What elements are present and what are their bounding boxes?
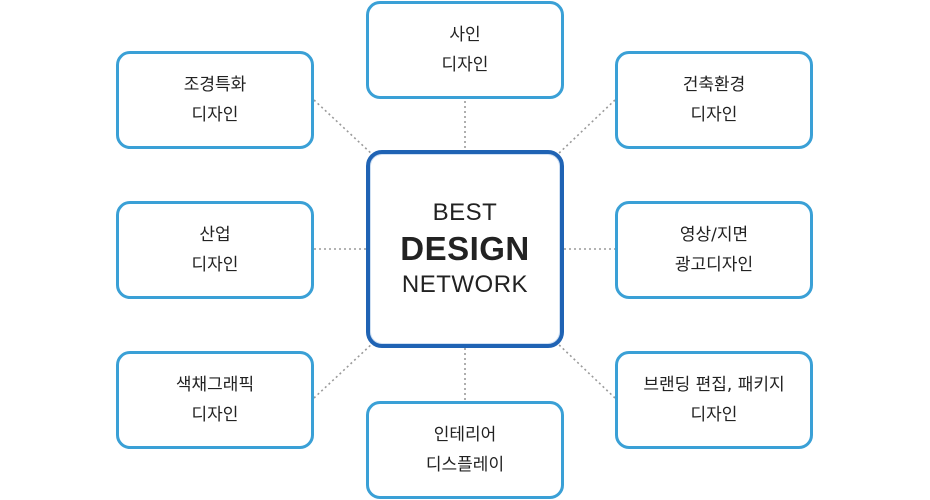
node-landscape-design: 조경특화 디자인 [116,51,314,149]
node-label-line-2: 디자인 [690,405,738,425]
node-sign-design: 사인 디자인 [366,1,564,99]
hub-line-1: BEST [432,199,498,226]
node-branding-package-design: 브랜딩 편집, 패키지 디자인 [615,351,813,449]
node-label-line-1: 브랜딩 편집, 패키지 [643,375,785,395]
connector-bottom-left [313,341,375,399]
node-color-graphic-design: 색채그래픽 디자인 [116,351,314,449]
node-label-line-2: 디자인 [191,255,239,275]
node-label-line-1: 색채그래픽 [175,375,255,395]
node-label-line-1: 산업 [199,225,231,245]
node-label-line-1: 사인 [449,25,481,45]
node-label-line-1: 조경특화 [183,75,247,95]
hub-line-3: NETWORK [401,271,529,298]
node-label-line-2: 디자인 [441,55,489,75]
node-label-line-1: 건축환경 [682,75,746,95]
node-media-ad-design: 영상/지면 광고디자인 [615,201,813,299]
node-industrial-design: 산업 디자인 [116,201,314,299]
node-label-line-2: 디자인 [690,105,738,125]
hub-line-2: DESIGN [400,230,530,267]
node-label-line-1: 영상/지면 [679,225,749,245]
connector-bottom-right [555,341,616,399]
connector-top-left [313,99,375,157]
hub-best-design-network: BEST DESIGN NETWORK [366,150,564,348]
node-label-line-2: 디스플레이 [425,455,505,475]
node-architecture-design: 건축환경 디자인 [615,51,813,149]
connector-top-right [555,99,616,157]
node-label-line-2: 디자인 [191,405,239,425]
node-label-line-2: 디자인 [191,105,239,125]
node-interior-display: 인테리어 디스플레이 [366,401,564,499]
node-label-line-1: 인테리어 [433,425,497,445]
node-label-line-2: 광고디자인 [674,255,754,275]
